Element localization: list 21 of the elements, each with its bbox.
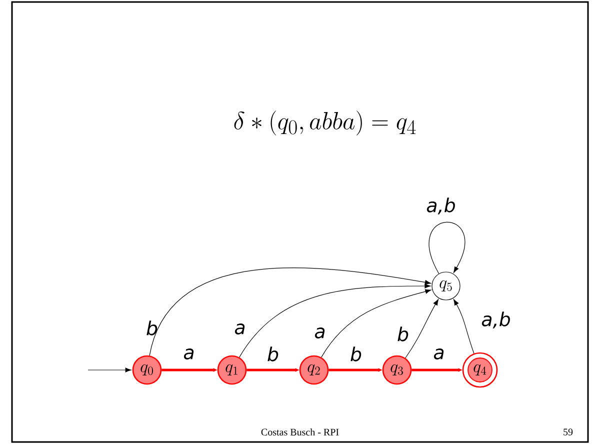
arrow xyxy=(405,299,438,358)
arrow xyxy=(454,299,474,354)
page-number: 59 xyxy=(564,428,573,436)
edge-label: a,b xyxy=(482,312,510,328)
edge-label: b xyxy=(398,326,408,342)
edge-label: a xyxy=(434,348,444,360)
edge-label: b xyxy=(268,346,278,362)
arrow xyxy=(239,284,431,358)
edge-label: b xyxy=(350,346,362,362)
edge-label: a xyxy=(184,348,194,360)
arrow xyxy=(321,289,432,358)
start-arrow xyxy=(88,368,132,372)
edge-label: a,b xyxy=(426,198,455,214)
footer-text: Costas Busch - RPI xyxy=(261,428,339,436)
edge-label: a xyxy=(234,324,245,334)
arrow xyxy=(149,268,431,356)
arrow xyxy=(428,222,466,274)
edge-label: a xyxy=(314,328,325,338)
accept-state: $q_4$ xyxy=(462,352,498,388)
edge-label: b xyxy=(146,320,158,336)
formula-title: $\delta *(q_0,abba) = q_4$ xyxy=(234,110,416,136)
